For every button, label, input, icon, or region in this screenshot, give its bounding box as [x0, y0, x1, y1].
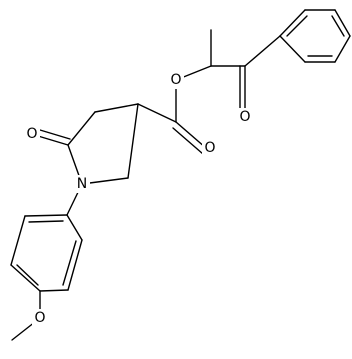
bond: [67, 111, 96, 146]
atom-o-ester: O: [170, 72, 181, 88]
atom-o-ketone: O: [239, 109, 250, 125]
bond: [16, 264, 39, 286]
bond: [172, 127, 204, 155]
bond: [137, 103, 177, 123]
bond: [286, 15, 308, 37]
bond: [39, 289, 69, 292]
phenyl-ring: [279, 9, 351, 63]
atom-o-lactam: O: [26, 126, 37, 142]
bond: [244, 35, 281, 67]
bond: [175, 121, 207, 149]
bond: [334, 35, 351, 63]
bond: [62, 240, 77, 286]
bond: [10, 215, 26, 266]
methoxyphenyl-ring: [10, 214, 83, 292]
atom-labels: O O O O N O: [24, 71, 253, 327]
atom-o-ester-carbonyl: O: [204, 140, 215, 156]
atom-o-methoxy: O: [34, 310, 45, 326]
bond: [28, 220, 64, 223]
bond: [279, 9, 306, 37]
atom-n: N: [77, 176, 87, 192]
pyrrolidinone-ring: [37, 103, 139, 185]
bond: [66, 214, 83, 241]
bond: [37, 135, 69, 146]
bond: [331, 15, 345, 37]
bond: [39, 129, 71, 140]
bond: [10, 264, 41, 292]
bond: [127, 103, 139, 179]
bond: [279, 35, 306, 63]
bond: [67, 239, 83, 291]
bond: [334, 9, 351, 37]
bond: [94, 103, 139, 113]
ketone-chain: [175, 29, 281, 113]
bond: [24, 214, 68, 217]
ester-group: [137, 79, 207, 155]
